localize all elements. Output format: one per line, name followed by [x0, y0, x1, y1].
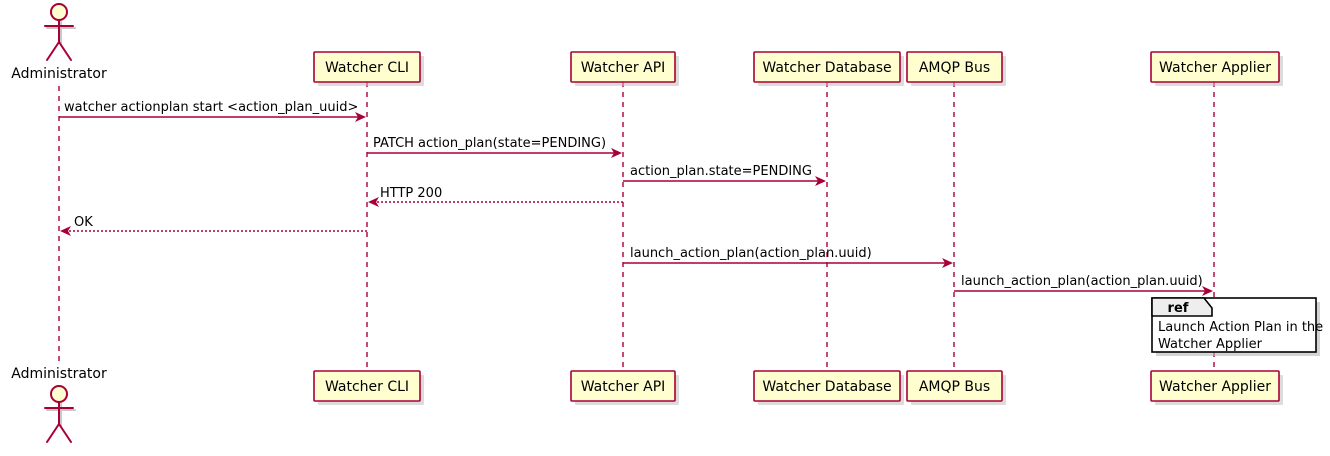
participant-watcher-cli-top[interactable]: Watcher CLI [313, 51, 424, 86]
participant-box[interactable] [570, 51, 676, 83]
participant-label-watcher-database: Watcher Database [762, 379, 891, 395]
participants-top-group: Administrator Watcher CLI Watcher API Watch… [11, 3, 1283, 86]
message-label: OK [74, 215, 93, 230]
lifelines-group [58, 82, 1215, 371]
participant-label-amqp-bus: AMQP Bus [919, 60, 990, 76]
actor-leg-left-icon [46, 423, 60, 443]
actor-label-administrator: Administrator [11, 366, 107, 382]
participant-label-watcher-api: Watcher API [581, 60, 666, 76]
participant-box[interactable] [1150, 370, 1280, 402]
actor-head-icon [50, 385, 68, 403]
message-label: launch_action_plan(action_plan.uuid) [961, 274, 1203, 289]
message-arrowhead-icon [815, 176, 826, 186]
message-arrowhead-icon [368, 197, 379, 207]
ref-body-line: Launch Action Plan in the [1158, 320, 1323, 335]
participant-box[interactable] [1150, 51, 1280, 83]
participant-label-watcher-applier: Watcher Applier [1159, 60, 1271, 76]
participant-label-watcher-cli: Watcher CLI [325, 60, 409, 76]
participant-box[interactable] [753, 370, 901, 402]
message-label: action_plan.state=PENDING [630, 164, 812, 179]
participant-watcher-applier-bottom[interactable]: Watcher Applier [1150, 370, 1283, 405]
message-4-watcher-api-to-watcher-cli: HTTP 200 [368, 186, 623, 207]
message-label: launch_action_plan(action_plan.uuid) [630, 246, 872, 261]
participant-watcher-database-top[interactable]: Watcher Database [753, 51, 904, 86]
messages-group: watcher actionplan start <action_plan_uu… [59, 100, 1213, 296]
participant-box[interactable] [906, 370, 1003, 402]
participant-amqp-bus-top[interactable]: AMQP Bus [906, 51, 1006, 86]
message-label: watcher actionplan start <action_plan_uu… [64, 100, 358, 115]
participant-watcher-cli-bottom[interactable]: Watcher CLI [313, 370, 424, 405]
message-7-amqp-bus-to-watcher-applier: launch_action_plan(action_plan.uuid) [954, 274, 1213, 296]
message-6-watcher-api-to-amqp-bus: launch_action_plan(action_plan.uuid) [623, 246, 953, 268]
participant-box[interactable] [570, 370, 676, 402]
participant-box[interactable] [753, 51, 901, 83]
message-2-watcher-cli-to-watcher-api: PATCH action_plan(state=PENDING) [367, 136, 622, 158]
participant-label-watcher-api: Watcher API [581, 379, 666, 395]
participant-watcher-database-bottom[interactable]: Watcher Database [753, 370, 904, 405]
actor-leg-right-icon [58, 423, 72, 443]
message-label: PATCH action_plan(state=PENDING) [373, 136, 606, 151]
actor-label-administrator: Administrator [11, 66, 107, 82]
participant-label-watcher-cli: Watcher CLI [325, 379, 409, 395]
ref-tab [1151, 297, 1213, 317]
participant-watcher-applier-top[interactable]: Watcher Applier [1150, 51, 1283, 86]
actor-leg-right-icon [58, 41, 72, 61]
participant-label-watcher-applier: Watcher Applier [1159, 379, 1271, 395]
participant-label-watcher-database: Watcher Database [762, 60, 891, 76]
ref-tab-label: ref [1168, 301, 1189, 316]
participant-amqp-bus-bottom[interactable]: AMQP Bus [906, 370, 1006, 405]
message-3-watcher-api-to-watcher-database: action_plan.state=PENDING [623, 164, 826, 186]
message-5-watcher-cli-to-administrator: OK [60, 215, 367, 236]
message-arrowhead-icon [355, 112, 366, 122]
actor-leg-left-icon [46, 41, 60, 61]
ref-body-line: Watcher Applier [1158, 337, 1263, 352]
actor-head-icon [50, 3, 68, 21]
participant-box[interactable] [906, 51, 1003, 83]
message-arrowhead-icon [611, 148, 622, 158]
message-label: HTTP 200 [380, 186, 442, 201]
participant-box[interactable] [313, 51, 421, 83]
participant-box[interactable] [313, 370, 421, 402]
message-arrowhead-icon [942, 258, 953, 268]
actor-administrator-bottom: Administrator [11, 366, 107, 443]
participant-label-amqp-bus: AMQP Bus [919, 379, 990, 395]
participant-watcher-api-top[interactable]: Watcher API [570, 51, 679, 86]
participant-watcher-api-bottom[interactable]: Watcher API [570, 370, 679, 405]
actor-administrator-top: Administrator [11, 3, 107, 82]
message-1-administrator-to-watcher-cli: watcher actionplan start <action_plan_uu… [59, 100, 366, 122]
message-arrowhead-icon [60, 226, 71, 236]
message-arrowhead-icon [1202, 286, 1213, 296]
